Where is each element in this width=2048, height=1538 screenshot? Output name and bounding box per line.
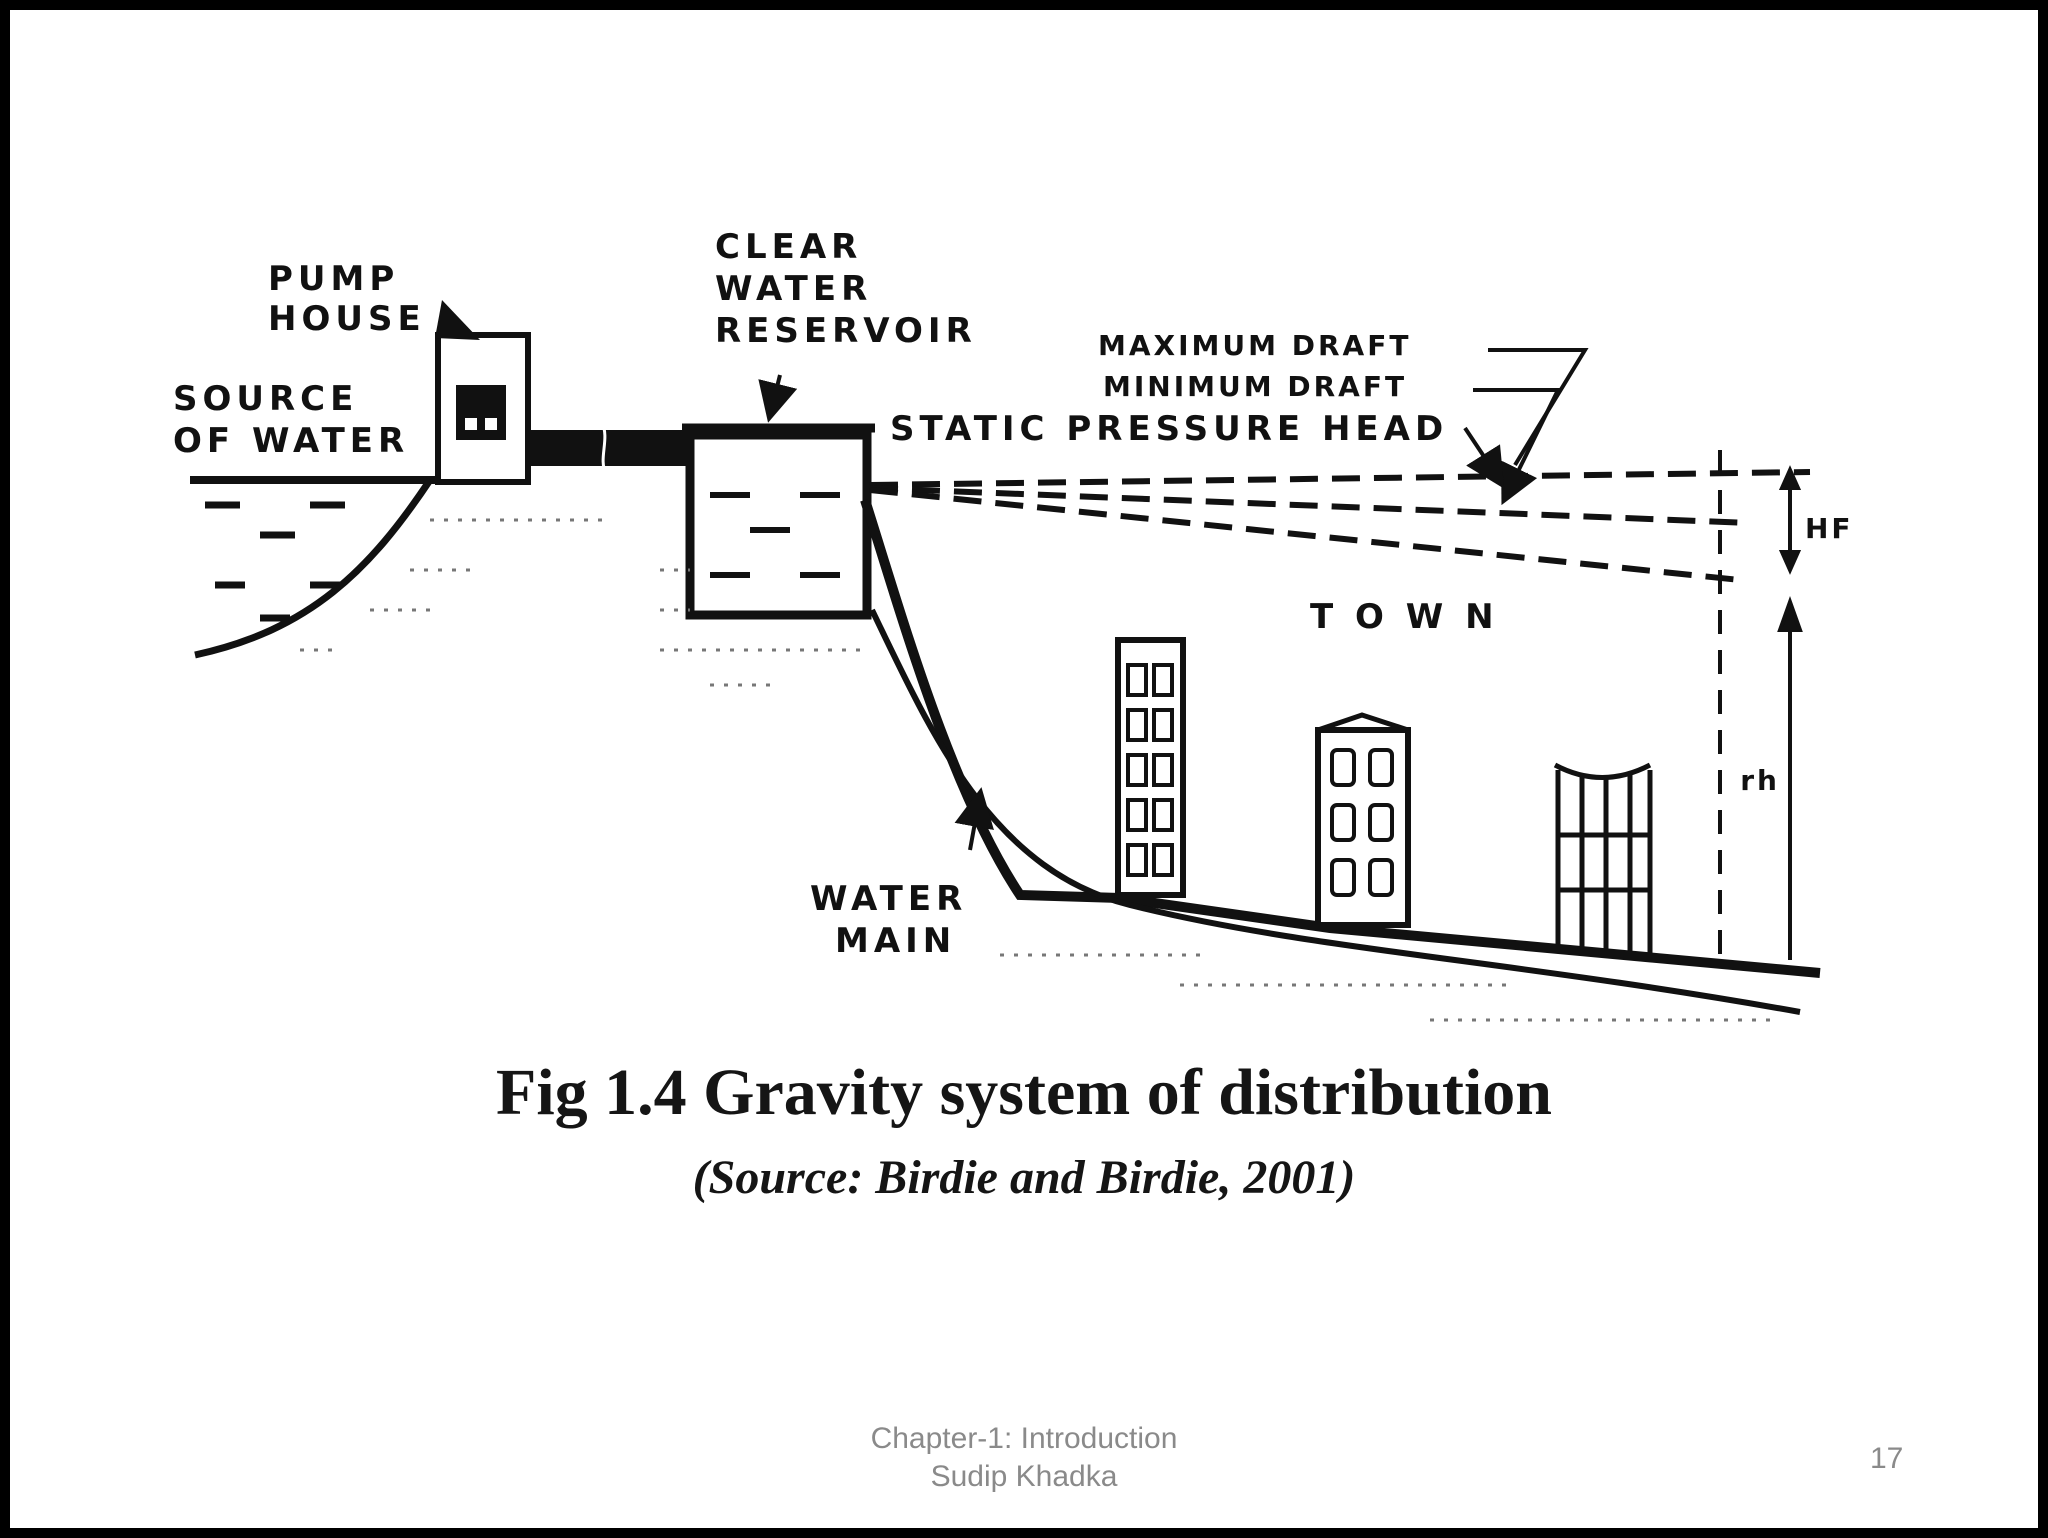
label-water-main-1: WATER	[810, 879, 967, 919]
label-water-main-2: MAIN	[835, 921, 956, 961]
draft-pointers	[1463, 348, 1589, 506]
label-town: T O W N	[1310, 597, 1499, 637]
label-clear-water-3: RESERVOIR	[715, 311, 977, 351]
slide-footer: Chapter-1: Introduction Sudip Khadka	[724, 1420, 1324, 1496]
gravity-distribution-diagram: PUMP HOUSE CLEAR WATER RESERVOIR SOURCE …	[173, 227, 1854, 1022]
hydraulic-gradient-lines	[869, 450, 1811, 960]
label-clear-water-1: CLEAR	[715, 227, 862, 267]
pump-house	[435, 300, 531, 485]
figure-source: (Source: Birdie and Birdie, 2001)	[692, 1151, 1356, 1204]
label-rh: rh	[1740, 764, 1780, 797]
label-hf: HF	[1805, 512, 1854, 545]
footer-chapter: Chapter-1: Introduction	[870, 1422, 1178, 1455]
label-pump-house-2: HOUSE	[268, 299, 426, 339]
label-source-2: OF WATER	[173, 421, 409, 461]
page-number: 17	[1870, 1442, 1904, 1475]
clear-water-reservoir	[660, 374, 875, 687]
label-pump-house-1: PUMP	[268, 259, 399, 299]
town-buildings	[1115, 637, 1653, 955]
label-clear-water-2: WATER	[715, 269, 872, 309]
slide: PUMP HOUSE CLEAR WATER RESERVOIR SOURCE …	[10, 10, 2038, 1528]
water-main-pipe	[860, 498, 1821, 1022]
label-maximum-draft: MAXIMUM DRAFT	[1098, 329, 1411, 362]
rising-main-pipe	[528, 421, 693, 475]
head-dimension-arrows	[1777, 465, 1803, 960]
label-source-1: SOURCE	[173, 379, 358, 419]
label-static-pressure-head: STATIC PRESSURE HEAD	[890, 409, 1448, 449]
source-of-water	[190, 476, 610, 659]
label-minimum-draft: MINIMUM DRAFT	[1103, 370, 1407, 403]
footer-author: Sudip Khadka	[930, 1460, 1118, 1493]
diagram-labels: PUMP HOUSE CLEAR WATER RESERVOIR SOURCE …	[173, 227, 1854, 961]
figure-caption: Fig 1.4 Gravity system of distribution	[496, 1056, 1552, 1129]
